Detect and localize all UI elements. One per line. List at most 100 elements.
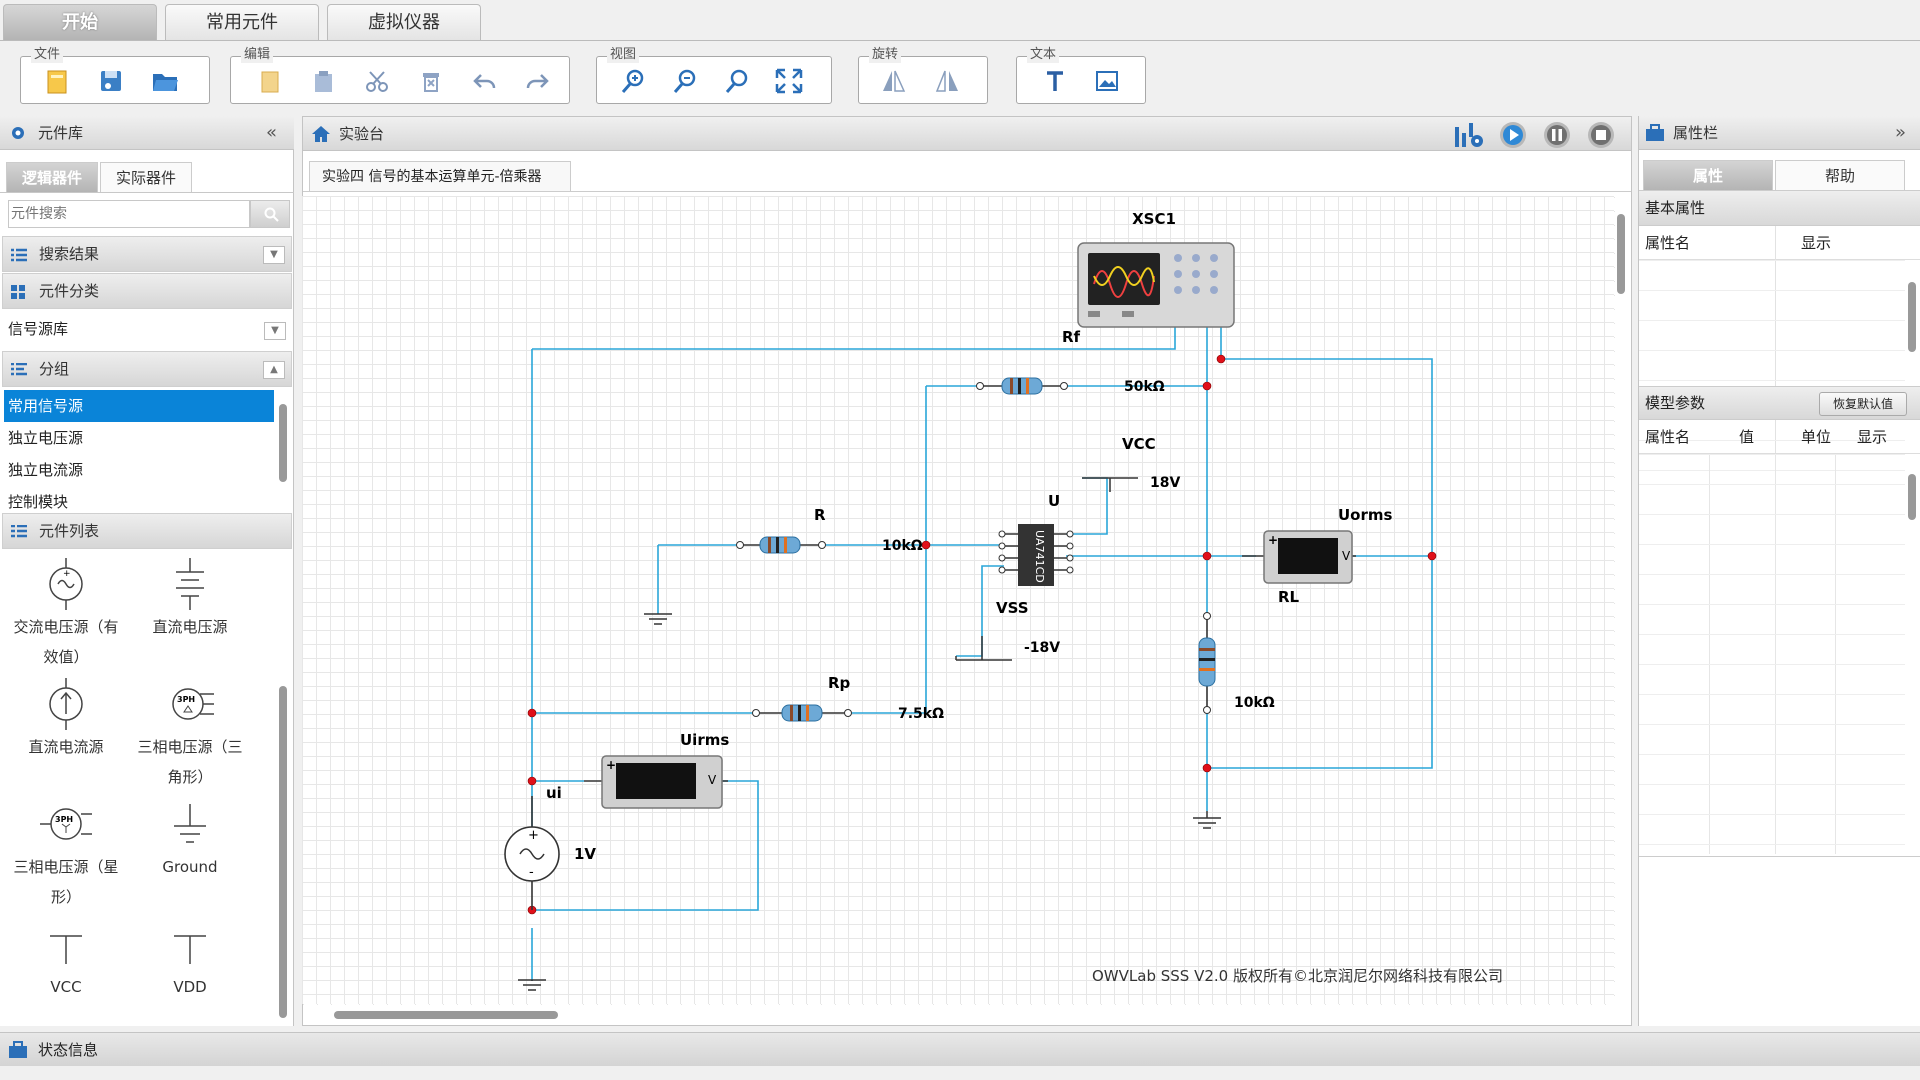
component-dc-voltage-source[interactable]: 直流电压源 <box>128 556 252 642</box>
tab-properties[interactable]: 属性 <box>1643 160 1773 190</box>
component-vdd[interactable]: VDD <box>128 916 252 1002</box>
instrument-settings-icon[interactable] <box>1453 121 1485 149</box>
group-item-current-sources[interactable]: 独立电流源 <box>8 461 84 479</box>
vss-symbol <box>955 636 1012 661</box>
undo-button[interactable] <box>465 63 505 99</box>
meter-unit: V <box>1342 549 1351 563</box>
paste-button[interactable] <box>303 63 343 99</box>
opamp-pin-ends <box>998 530 1074 574</box>
resistor-rf[interactable] <box>976 377 1068 395</box>
resistor-rl[interactable] <box>1198 612 1216 714</box>
reset-defaults-button[interactable]: 恢复默认值 <box>1819 392 1907 416</box>
resistor-rp[interactable] <box>752 704 852 722</box>
redo-button[interactable] <box>517 63 557 99</box>
dc-current-icon <box>49 678 83 730</box>
voltmeter-uirms[interactable]: + V <box>584 755 728 809</box>
fit-view-button[interactable] <box>769 63 809 99</box>
delete-button[interactable] <box>411 63 451 99</box>
group-item-voltage-sources[interactable]: 独立电压源 <box>8 429 84 447</box>
group-item-control-modules[interactable]: 控制模块 <box>8 493 69 511</box>
collapse-right-button[interactable]: » <box>1895 122 1907 143</box>
paste-icon <box>315 71 332 92</box>
zoom-out-button[interactable] <box>665 63 705 99</box>
undo-icon <box>473 74 496 89</box>
label-r: R <box>814 506 826 524</box>
collapse-left-button[interactable]: « <box>266 122 278 143</box>
chevron-down-icon[interactable]: ▼ <box>263 246 285 264</box>
component-ground[interactable]: Ground <box>128 796 252 882</box>
canvas-v-scrollbar[interactable] <box>1616 196 1626 1002</box>
ac-source-ui[interactable]: + - <box>504 796 560 910</box>
component-ac-voltage-source[interactable]: + 交流电压源（有效值） <box>4 556 128 672</box>
search-input[interactable] <box>11 203 211 225</box>
briefcase-icon <box>9 1041 27 1058</box>
document-tab[interactable]: 实验四 信号的基本运算单元-倍乘器 <box>309 161 571 191</box>
source-plus: + <box>528 828 539 843</box>
zoom-in-button[interactable] <box>613 63 653 99</box>
new-file-button[interactable] <box>37 63 77 99</box>
rotate-right-button[interactable] <box>927 63 967 99</box>
component-label: 三相电压源（星形） <box>13 858 119 906</box>
chevron-up-icon[interactable]: ▲ <box>263 361 285 379</box>
oscilloscope-xsc1[interactable] <box>1077 242 1235 328</box>
label-rf-value: 50kΩ <box>1124 379 1165 395</box>
component-3ph-delta[interactable]: 3PH 三相电压源（三角形） <box>128 676 252 792</box>
tab-help[interactable]: 帮助 <box>1775 160 1905 190</box>
flip-vertical-icon <box>935 70 958 92</box>
opamp-u[interactable]: UA741CD <box>998 524 1074 586</box>
tab-real-devices[interactable]: 实际器件 <box>100 162 192 192</box>
source-minus: - <box>529 865 534 880</box>
new-file-icon <box>47 70 67 94</box>
tab-common-components[interactable]: 常用元件 <box>165 4 319 40</box>
group-header[interactable]: 分组 ▲ <box>2 351 292 387</box>
rotate-left-button[interactable] <box>873 63 913 99</box>
label-rf: Rf <box>1062 328 1081 346</box>
canvas-h-scrollbar[interactable] <box>310 1010 1610 1020</box>
label-uorms: Uorms <box>1338 506 1393 524</box>
component-label: 三相电压源（三角形） <box>137 738 243 786</box>
open-button[interactable] <box>145 63 185 99</box>
chevron-down-icon[interactable]: ▼ <box>264 322 286 340</box>
zoom-button[interactable] <box>717 63 757 99</box>
insert-image-button[interactable] <box>1087 63 1127 99</box>
search-button[interactable] <box>250 200 290 228</box>
group-label: 编辑 <box>241 47 274 63</box>
label-r-value: 10kΩ <box>882 538 923 554</box>
search-icon <box>264 207 279 222</box>
category-select[interactable]: 信号源库 ▼ <box>2 310 292 350</box>
component-vcc[interactable]: VCC <box>4 916 128 1002</box>
magnifier-icon <box>725 69 748 93</box>
image-icon <box>1096 71 1118 91</box>
toolbar-group-edit: 编辑 <box>230 47 570 104</box>
pause-icon[interactable] <box>1543 121 1571 149</box>
save-button[interactable] <box>91 63 131 99</box>
workbench-header: 实验台 <box>303 117 1631 151</box>
group-scrollbar[interactable] <box>278 390 288 518</box>
tab-divider <box>0 40 1920 41</box>
run-icon[interactable] <box>1499 121 1527 149</box>
copy-button[interactable] <box>249 63 289 99</box>
tab-virtual-instruments[interactable]: 虚拟仪器 <box>327 4 481 40</box>
schematic-view[interactable]: XSC1 Rf 50kΩ VCC 18V R 10kΩ UA741CD U VS… <box>302 196 1614 1004</box>
tab-start[interactable]: 开始 <box>3 4 157 40</box>
group-item-common-sources[interactable]: 常用信号源 <box>4 390 274 422</box>
search-results-header[interactable]: 搜索结果 ▼ <box>2 236 292 272</box>
component-list-scrollbar[interactable] <box>278 556 288 1020</box>
voltmeter-uorms[interactable]: + V <box>1242 530 1356 584</box>
insert-text-button[interactable] <box>1035 63 1075 99</box>
model-scrollbar[interactable] <box>1907 456 1917 854</box>
group-label: 文件 <box>31 47 64 63</box>
label-vcc: VCC <box>1122 435 1156 453</box>
basic-scrollbar[interactable] <box>1907 262 1917 498</box>
stop-icon[interactable] <box>1587 121 1615 149</box>
cut-button[interactable] <box>357 63 397 99</box>
tab-logic-devices[interactable]: 逻辑器件 <box>6 162 98 192</box>
component-label: 直流电流源 <box>28 738 104 756</box>
library-header: 元件库 « <box>0 116 294 150</box>
component-label: 交流电压源（有效值） <box>13 618 119 666</box>
toolbar-group-view: 视图 <box>596 47 832 104</box>
component-3ph-star[interactable]: 3PH 三相电压源（星形） <box>4 796 128 912</box>
column-header: 单位 <box>1801 428 1832 446</box>
component-dc-current-source[interactable]: 直流电流源 <box>4 676 128 762</box>
resistor-r[interactable] <box>736 536 826 554</box>
